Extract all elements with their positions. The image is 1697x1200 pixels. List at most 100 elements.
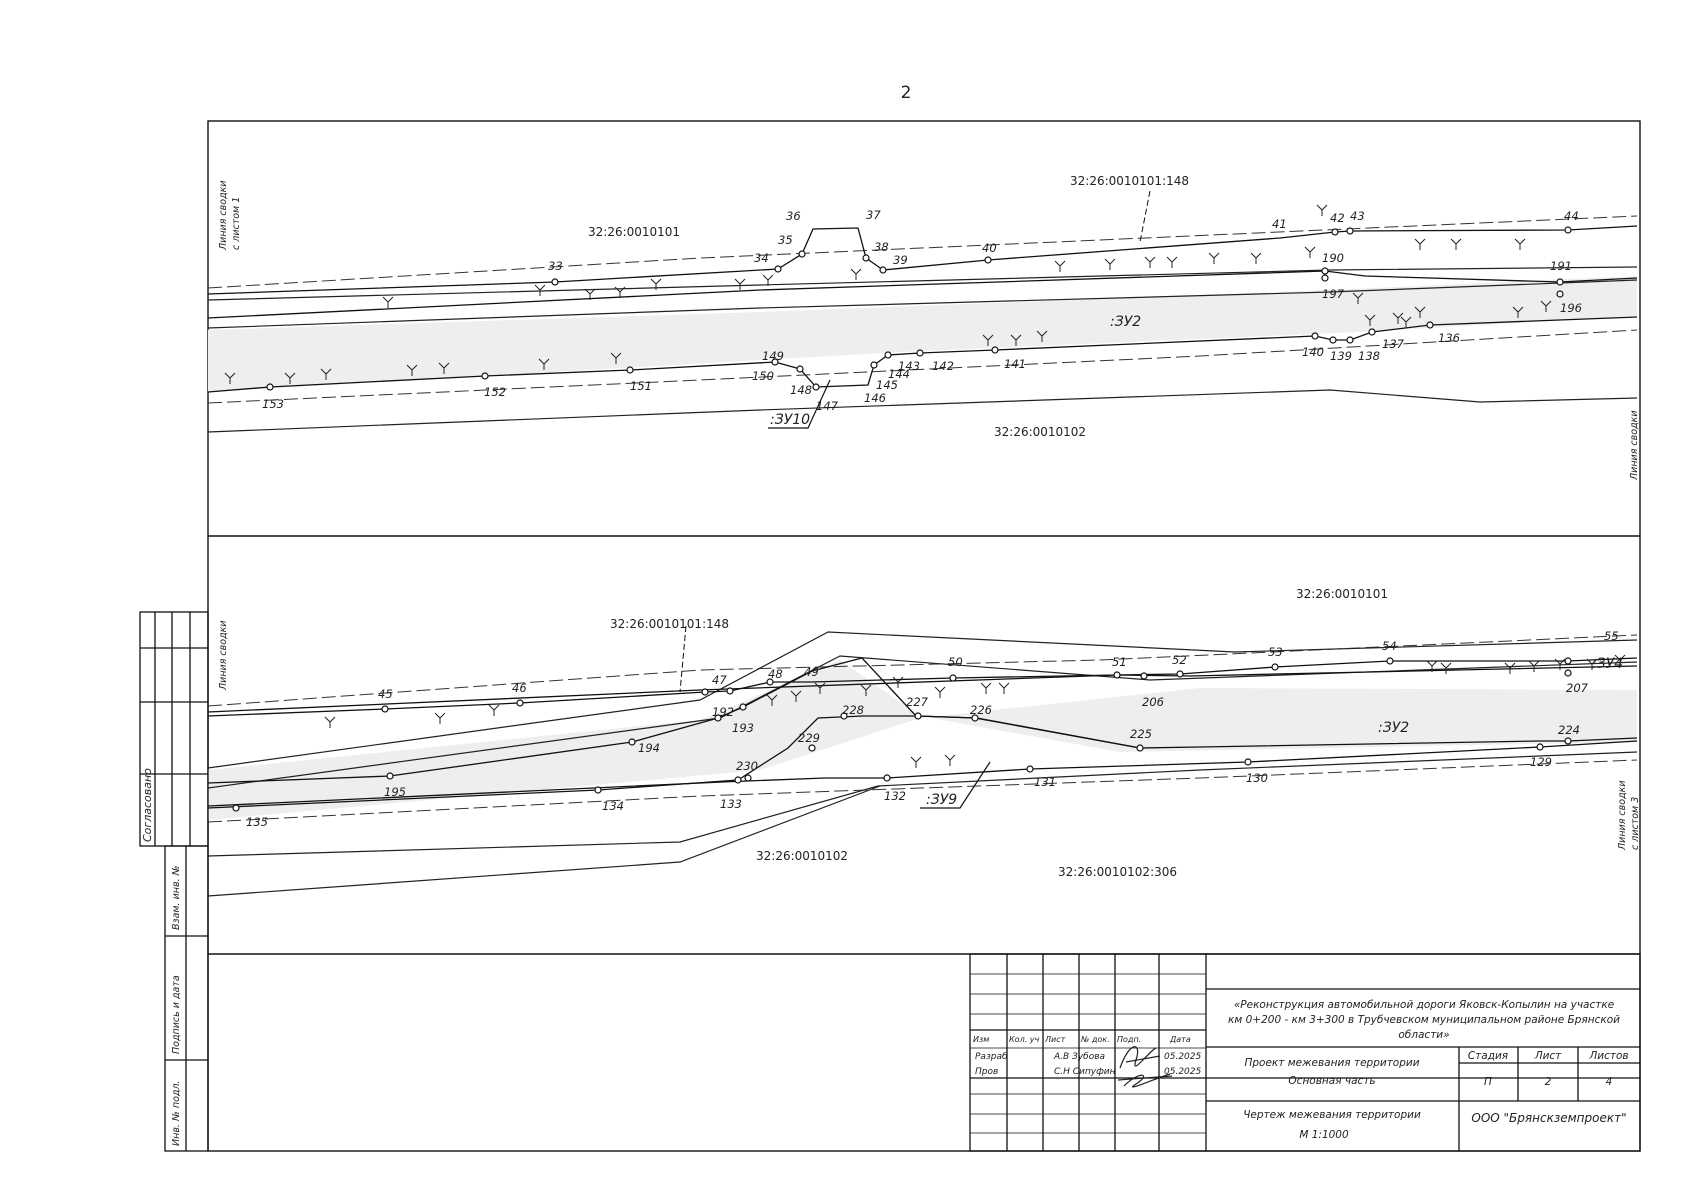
point-number: 207 <box>1566 681 1589 695</box>
zone-label: :ЗУ2 <box>1110 314 1141 330</box>
point-number: 37 <box>866 208 881 222</box>
tree-icon <box>1010 334 1022 346</box>
tree-icon <box>1414 306 1426 318</box>
point-number: 129 <box>1530 755 1552 769</box>
sheet-value: 2 <box>1545 1076 1552 1088</box>
match-line-note: Линия сводки <box>218 620 229 691</box>
point-number: 43 <box>1350 209 1365 223</box>
tree-icon <box>860 684 872 696</box>
road-zone-fill-top <box>208 276 1637 392</box>
point-number: 194 <box>638 741 660 755</box>
point-number: 146 <box>864 391 886 405</box>
tree-icon <box>1316 204 1328 216</box>
signature-scribble <box>1117 1046 1173 1088</box>
tree-icon <box>1504 662 1516 674</box>
col-header: Изм <box>973 1035 989 1044</box>
col-header: Дата <box>1169 1035 1191 1044</box>
point-number: 225 <box>1130 727 1152 741</box>
point-number: 132 <box>884 789 906 803</box>
date-cell: 05.2025 <box>1164 1067 1201 1077</box>
sheet-label: Лист <box>1534 1050 1562 1062</box>
role-cell: Разраб <box>975 1052 1008 1062</box>
tree-icon <box>934 686 946 698</box>
tree-icon <box>1554 658 1566 670</box>
point-number: 135 <box>246 815 268 829</box>
point-number: 131 <box>1034 775 1056 789</box>
tree-icon <box>1144 256 1156 268</box>
tree-icon <box>488 704 500 716</box>
col-header: Подп. <box>1117 1035 1141 1044</box>
title-block <box>969 953 1641 1152</box>
tree-icon <box>1104 258 1116 270</box>
point-number: 39 <box>893 253 908 267</box>
top-panel: 32:26:0010101 32:26:0010101:148 32:26:00… <box>207 174 1640 481</box>
zone-label: :ЗУ4 <box>1592 656 1623 672</box>
zone-label: :ЗУ10 <box>770 412 810 428</box>
point-number: 144 <box>888 367 910 381</box>
point-number: 54 <box>1382 639 1397 653</box>
tree-icon <box>1352 292 1364 304</box>
point-number: 148 <box>790 383 812 397</box>
point-number: 191 <box>1550 259 1572 273</box>
road-zone-fill-bottom <box>208 660 1637 820</box>
tree-icon <box>584 288 596 300</box>
tree-icon <box>224 372 236 384</box>
tree-icon <box>438 362 450 374</box>
tree-icon <box>850 268 862 280</box>
tree-icon <box>1054 260 1066 272</box>
tree-icon <box>1586 658 1598 670</box>
tree-icon <box>944 754 956 766</box>
point-number: 51 <box>1112 655 1127 669</box>
parcel-label: 32:26:0010102:306 <box>1058 865 1177 879</box>
col-header: № док. <box>1080 1035 1110 1044</box>
tree-symbols <box>224 204 1626 768</box>
section-subtitle: Основная часть <box>1288 1075 1375 1087</box>
point-number: 34 <box>754 251 769 265</box>
replace-inv-label: Взам. инв. № <box>171 865 182 930</box>
point-number: 196 <box>1560 301 1582 315</box>
parcel-label: 32:26:0010102 <box>756 849 848 863</box>
point-number: 226 <box>970 703 992 717</box>
point-number: 35 <box>778 233 793 247</box>
sign-date-label: Подпись и дата <box>171 975 182 1054</box>
point-number: 229 <box>798 731 820 745</box>
match-line-note: Линия сводки <box>1629 410 1640 481</box>
parcel-label: 32:26:0010101:148 <box>1070 174 1189 188</box>
point-number: 153 <box>262 397 284 411</box>
tree-icon <box>1304 246 1316 258</box>
point-number: 50 <box>948 655 963 669</box>
point-number: 195 <box>384 785 406 799</box>
point-number: 36 <box>786 209 801 223</box>
tree-icon <box>1528 660 1540 672</box>
point-number: 42 <box>1330 211 1345 225</box>
sheets-value: 4 <box>1606 1076 1613 1088</box>
tree-icon <box>320 368 332 380</box>
point-number: 44 <box>1564 209 1579 223</box>
point-number: 197 <box>1322 287 1345 301</box>
point-number: 145 <box>876 378 898 392</box>
section-title: Проект межевания территории <box>1244 1057 1419 1069</box>
tree-icon <box>1414 238 1426 250</box>
drawing-frame <box>207 120 1641 1152</box>
tree-icon <box>434 712 446 724</box>
point-number: 206 <box>1142 695 1164 709</box>
point-number: 140 <box>1302 345 1324 359</box>
boundary-line-middle-bottom <box>207 657 1638 784</box>
point-number: 142 <box>932 359 954 373</box>
point-number: 33 <box>548 259 563 273</box>
point-number: 230 <box>736 759 758 773</box>
point-number: 228 <box>842 703 864 717</box>
point-number: 49 <box>804 665 819 679</box>
stage-label: Стадия <box>1468 1050 1508 1062</box>
tree-icon <box>1208 252 1220 264</box>
point-number: 48 <box>768 667 783 681</box>
tree-icon <box>1450 238 1462 250</box>
name-cell: С.Н Сипуфин <box>1054 1067 1116 1077</box>
point-number: 45 <box>378 687 393 701</box>
tree-icon <box>734 278 746 290</box>
point-number: 149 <box>762 349 784 363</box>
point-number: 133 <box>720 797 742 811</box>
tree-icon <box>814 682 826 694</box>
parcel-label: 32:26:0010101:148 <box>610 617 729 631</box>
